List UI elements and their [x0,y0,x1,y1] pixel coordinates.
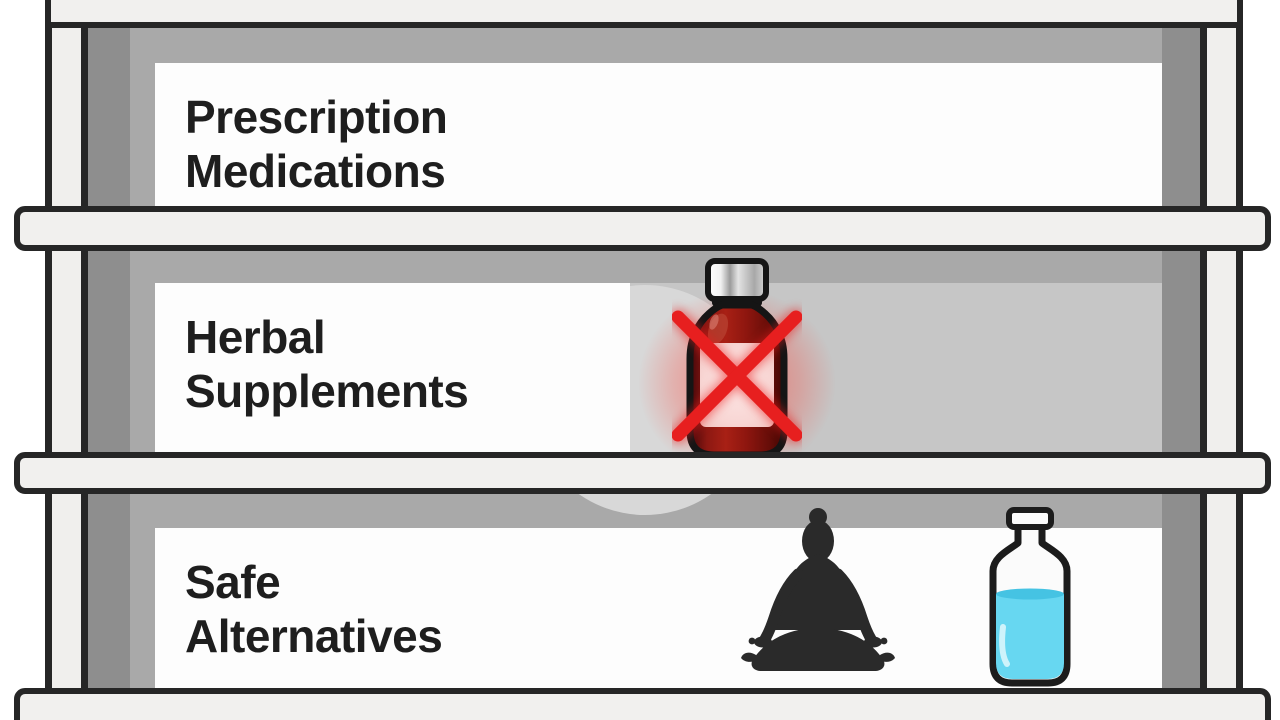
shelf-side-shadow [1162,251,1200,452]
shelf-side-shadow [1162,28,1200,206]
section-label-safe-alternatives: Safe Alternatives [185,556,443,662]
section-label-panel: Herbal Supplements [155,283,630,452]
shelf-board-bottom [14,688,1271,720]
shelf-post-right [1200,0,1243,720]
section-label-prescription-medications: Prescription Medications [185,91,448,197]
shelf-section-safe-alternatives: Safe Alternatives [88,494,1200,688]
section-label-herbal-supplements: Herbal Supplements [185,311,469,417]
shelf-side-panel [130,251,155,452]
section-label-panel: Prescription Medications [155,63,1162,206]
shelf-board-upper [14,206,1271,251]
shelf-board-middle [14,452,1271,494]
shelf-section-herbal-supplements: Herbal Supplements [88,251,1200,515]
meditation-pose-icon [741,508,895,671]
shelf-post-left [45,0,88,720]
shelf-board-top [45,0,1243,28]
shelf-side-shadow [88,494,130,688]
shelf-side-shadow [1162,494,1200,688]
shelf-side-panel [130,28,155,206]
shelf-side-shadow [88,251,130,452]
section-label-panel: Safe Alternatives [155,528,1162,688]
shelf-side-panel [130,494,155,688]
shelf-side-shadow [88,28,130,206]
prohibited-supplement-bottle-icon [672,258,802,459]
shelf-section-prescription-medications: Prescription Medications [88,28,1200,206]
water-bottle-icon [989,507,1071,687]
